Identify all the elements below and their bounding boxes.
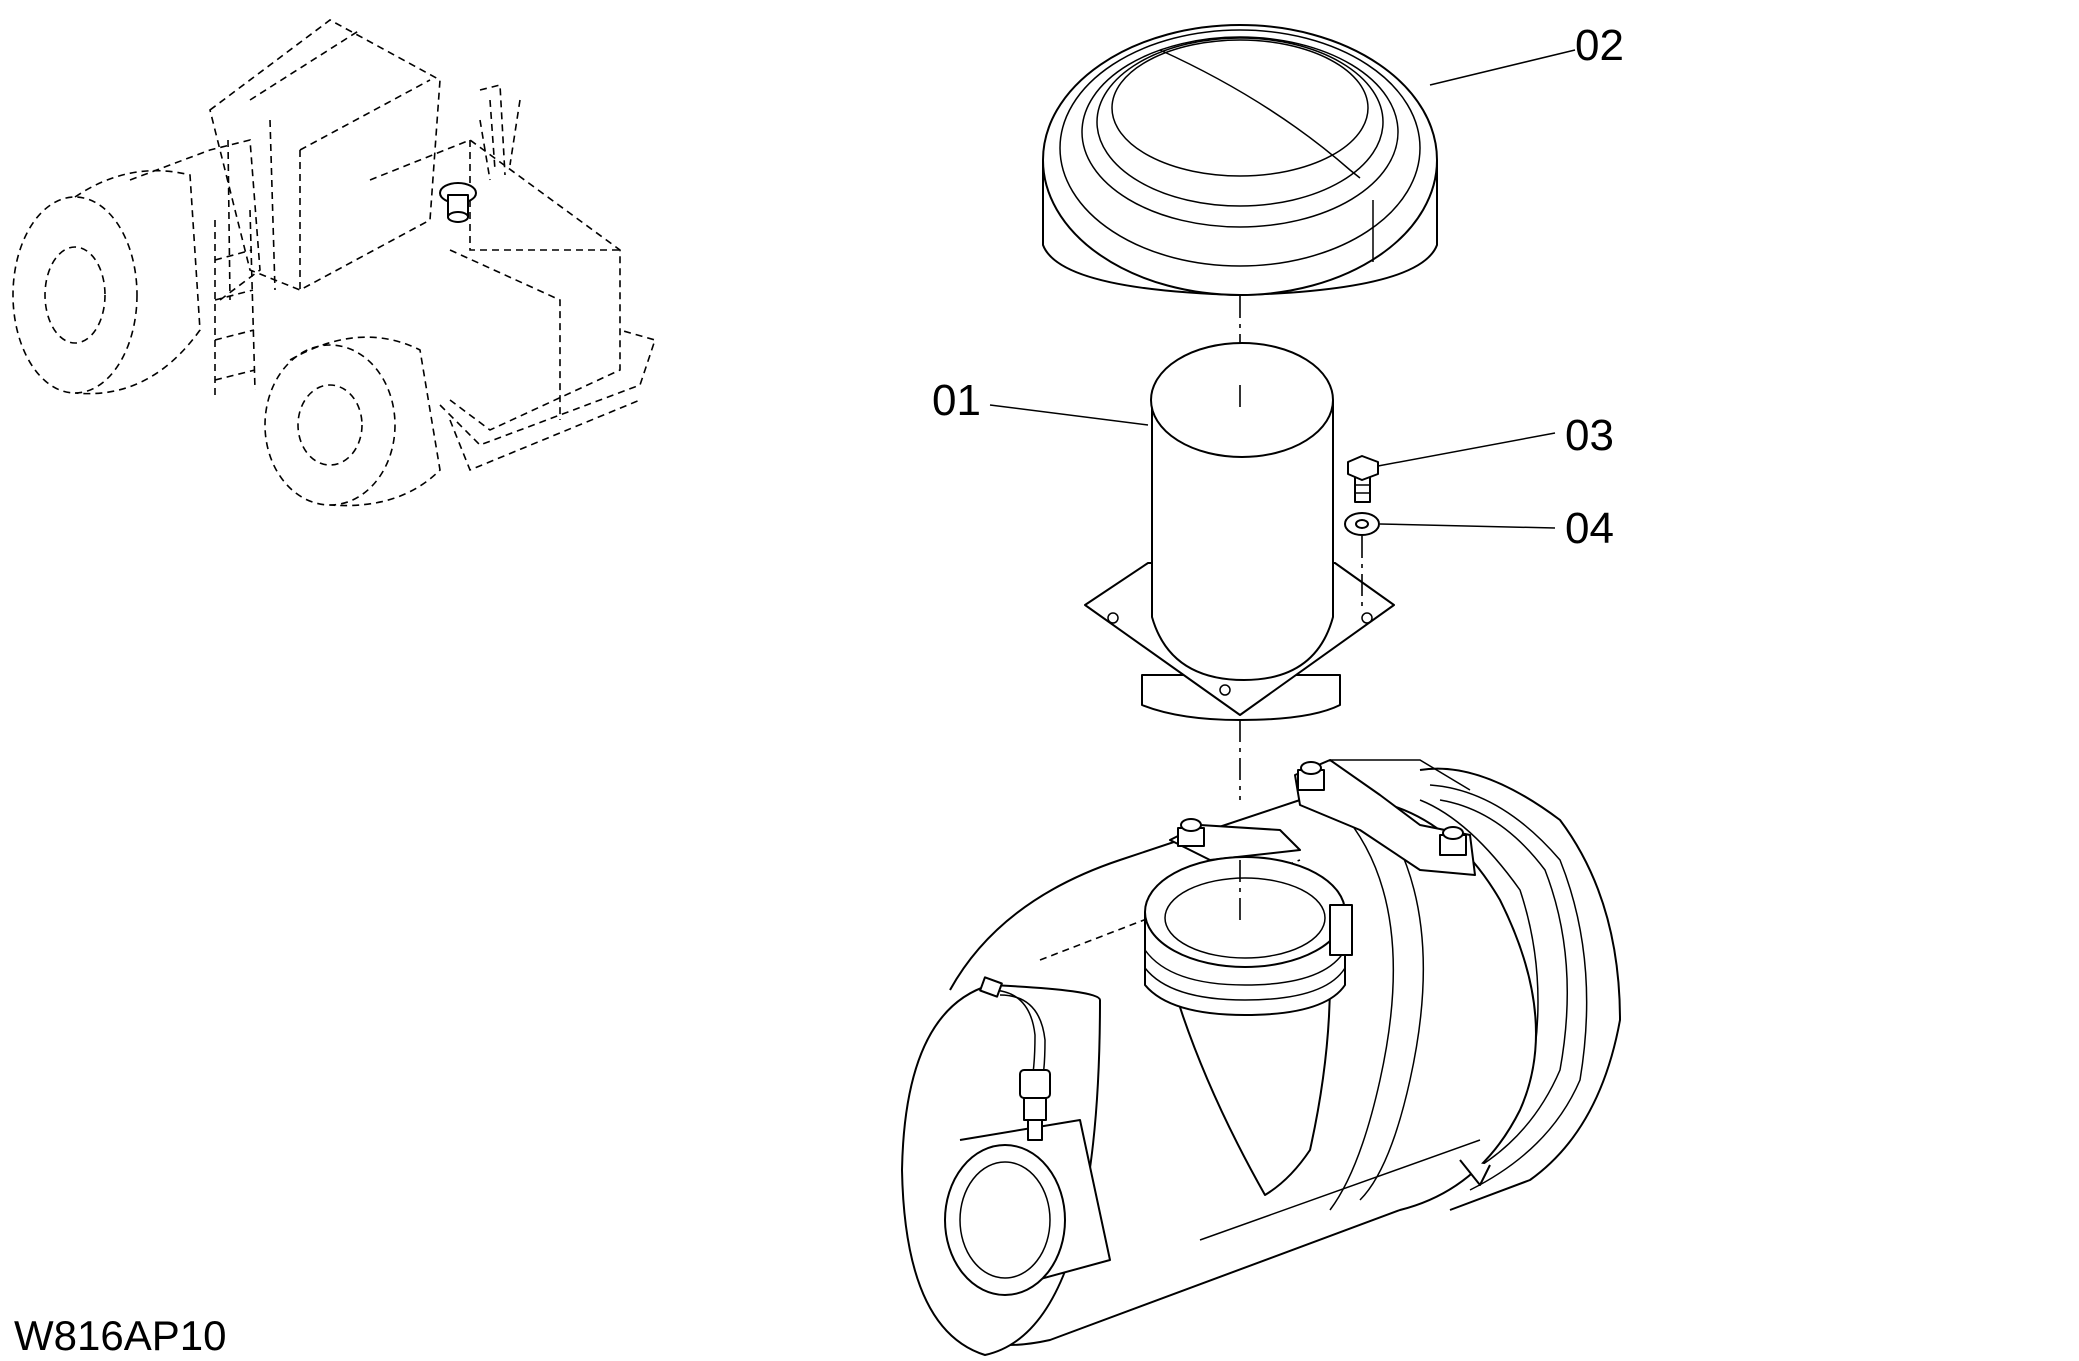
machine-locator-view	[12, 19, 657, 507]
callout-02: 02	[1575, 21, 1624, 70]
leader-lines	[989, 49, 1576, 529]
figure-code: W816AP10	[14, 1312, 226, 1359]
intake-pipe-part	[1084, 342, 1395, 800]
air-cleaner-body	[901, 759, 1621, 1356]
callout-04: 04	[1565, 504, 1614, 553]
washer-part	[1344, 512, 1380, 610]
callout-03: 03	[1565, 411, 1614, 460]
pre-cleaner-cap-part	[1042, 24, 1438, 380]
bolt-part	[1347, 455, 1379, 503]
callout-01: 01	[932, 376, 981, 425]
